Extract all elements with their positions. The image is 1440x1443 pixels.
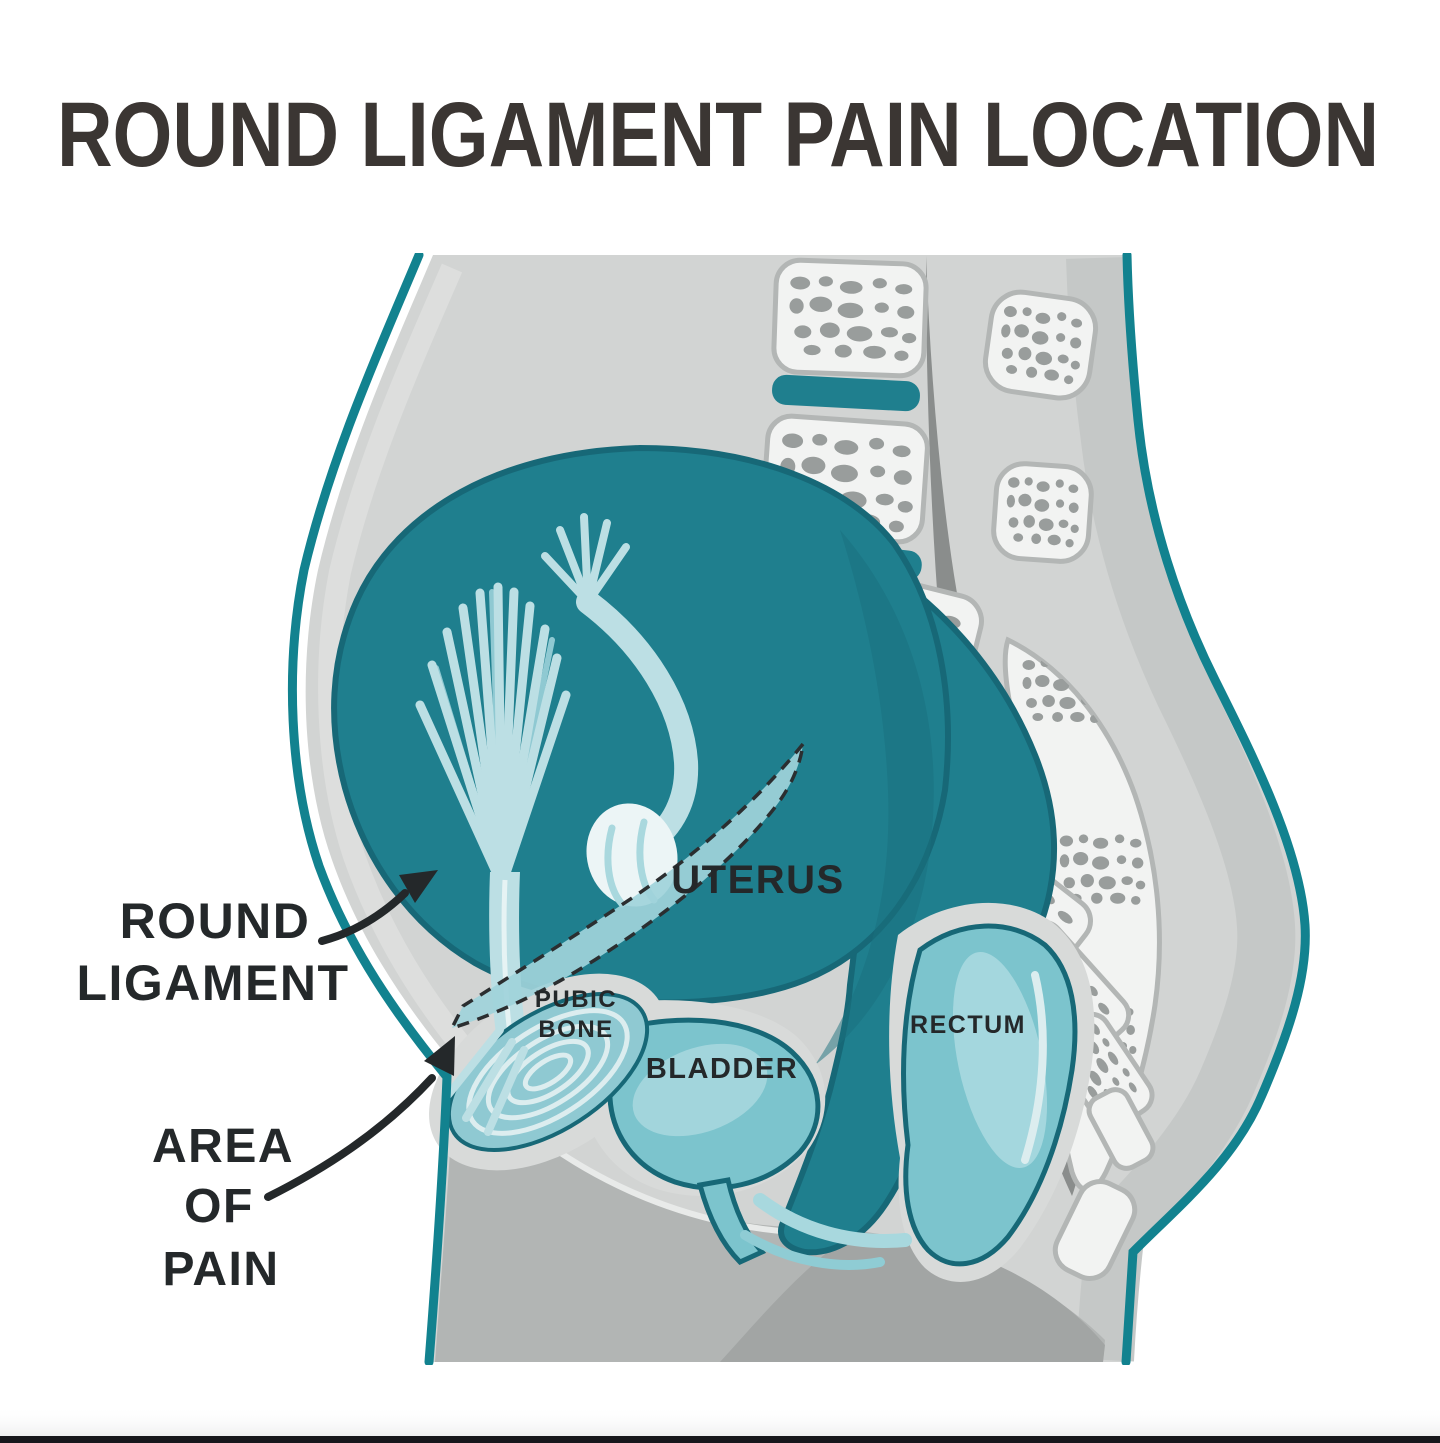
rectum-label: RECTUM [910, 1011, 1026, 1039]
round-ligament-arrow [318, 870, 438, 945]
round-ligament-label: ROUND LIGAMENT [76, 893, 349, 1011]
page-title: ROUND LIGAMENT PAIN LOCATION [57, 84, 1379, 186]
svg-text:PAIN: PAIN [162, 1243, 279, 1296]
round-ligament-arrowhead [399, 870, 438, 903]
bladder-shape [607, 1017, 912, 1270]
uterus-label: UTERUS [671, 858, 844, 902]
illustration [287, 253, 1310, 1365]
round-ligament-fan [415, 582, 571, 1088]
svg-text:OF: OF [184, 1180, 254, 1233]
coccyx [1086, 1087, 1156, 1171]
area-of-pain-arrowhead [424, 1036, 455, 1076]
ligament-insertion-fibers [444, 1026, 528, 1136]
svg-text:PUBIC: PUBIC [535, 986, 617, 1013]
svg-text:ROUND: ROUND [120, 893, 311, 949]
bladder-label: BLADDER [646, 1053, 798, 1085]
fallopian-tube [541, 513, 699, 856]
bottom-bar [0, 1436, 1440, 1443]
svg-text:BONE: BONE [538, 1016, 613, 1043]
intervertebral-disc [772, 374, 920, 412]
spinous-processes [982, 289, 1160, 1281]
belly-contour-line [287, 253, 452, 1365]
round-ligament-dashed-path [450, 742, 805, 1030]
coccyx-tip [1052, 1179, 1138, 1281]
svg-text:AREA: AREA [152, 1120, 294, 1173]
pubic-bone-label: PUBIC BONE [535, 986, 617, 1043]
belly-inner-highlight [318, 263, 477, 1061]
bottom-fade [0, 1406, 1440, 1436]
rectum-shape [901, 923, 1078, 1267]
area-of-pain-arrow [264, 1036, 455, 1201]
svg-text:LIGAMENT: LIGAMENT [76, 955, 349, 1011]
area-of-pain-label: AREA OF PAIN [152, 1120, 294, 1296]
back-contour-line [1121, 253, 1310, 1365]
